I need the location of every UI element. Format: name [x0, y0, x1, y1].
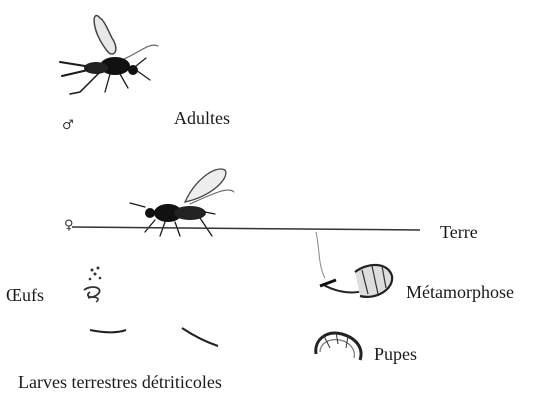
metamorphosis-pupa-drawing — [320, 265, 392, 297]
eggs-drawing — [84, 267, 101, 303]
female-symbol: ♀ — [64, 218, 74, 233]
eggs-label: Œufs — [6, 285, 44, 306]
ground-line — [72, 227, 420, 230]
pupae-drawing — [316, 332, 361, 360]
female-insect-drawing — [130, 169, 234, 236]
larvae-drawing — [90, 328, 218, 346]
male-symbol: ♂ — [62, 118, 74, 133]
emergence-line — [316, 232, 325, 278]
male-insect-drawing — [60, 16, 158, 94]
ground-label: Terre — [440, 222, 478, 243]
metamorphosis-label: Métamorphose — [406, 282, 514, 303]
pupae-label: Pupes — [374, 344, 417, 365]
adults-label: Adultes — [174, 108, 230, 129]
larvae-label: Larves terrestres détriticoles — [18, 372, 222, 393]
